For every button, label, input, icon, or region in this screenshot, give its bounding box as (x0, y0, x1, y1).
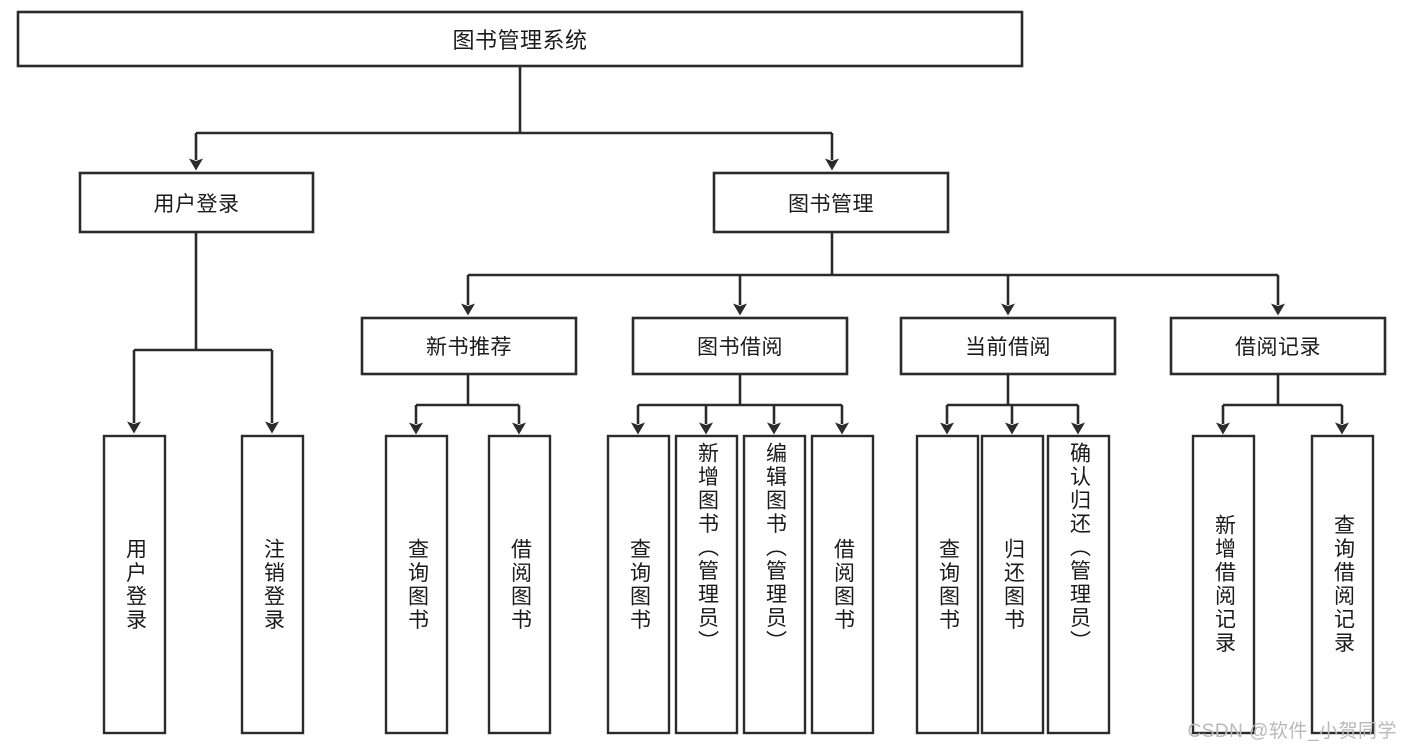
node-leaf-add-borrow-record-box[interactable] (1191, 434, 1256, 735)
node-leaf-borrow-query-book-box[interactable] (606, 434, 671, 735)
node-level2-new-book-recommend-box[interactable] (360, 316, 578, 376)
node-level1-user-login-box[interactable] (78, 171, 315, 234)
node-leaf-logout-box[interactable] (240, 434, 305, 735)
connector-newbook-to-leaves (409, 374, 526, 435)
node-leaf-current-query-book-box[interactable] (915, 434, 980, 735)
node-root-box[interactable] (16, 10, 1024, 68)
node-leaf-new-borrow-book-box[interactable] (487, 434, 552, 735)
connector-root-to-level1 (189, 66, 839, 171)
node-level2-book-borrow-box[interactable] (631, 316, 849, 376)
node-level1-book-management-box[interactable] (712, 171, 950, 234)
node-leaf-user-login-box[interactable] (102, 434, 167, 735)
node-leaf-return-book-box[interactable] (980, 434, 1045, 735)
connector-borrowrecord-to-leaves (1216, 374, 1349, 435)
node-leaf-query-borrow-record-box[interactable] (1310, 434, 1375, 735)
node-leaf-borrow-book-box[interactable] (810, 434, 875, 735)
node-leaf-edit-book-admin-box[interactable] (742, 434, 807, 735)
connector-currentborrow-to-leaves (940, 374, 1085, 435)
connector-booklogin-to-leaves (127, 232, 279, 434)
node-leaf-add-book-admin-box[interactable] (674, 434, 739, 735)
node-level2-current-borrow-box[interactable] (899, 316, 1117, 376)
connector-bookborrow-to-leaves (631, 374, 849, 435)
node-leaf-confirm-return-admin-box[interactable] (1046, 434, 1111, 735)
connector-bookmgmt-to-level2 (461, 232, 1285, 316)
node-level2-borrow-record-box[interactable] (1169, 316, 1387, 376)
node-leaf-new-query-book-box[interactable] (384, 434, 449, 735)
